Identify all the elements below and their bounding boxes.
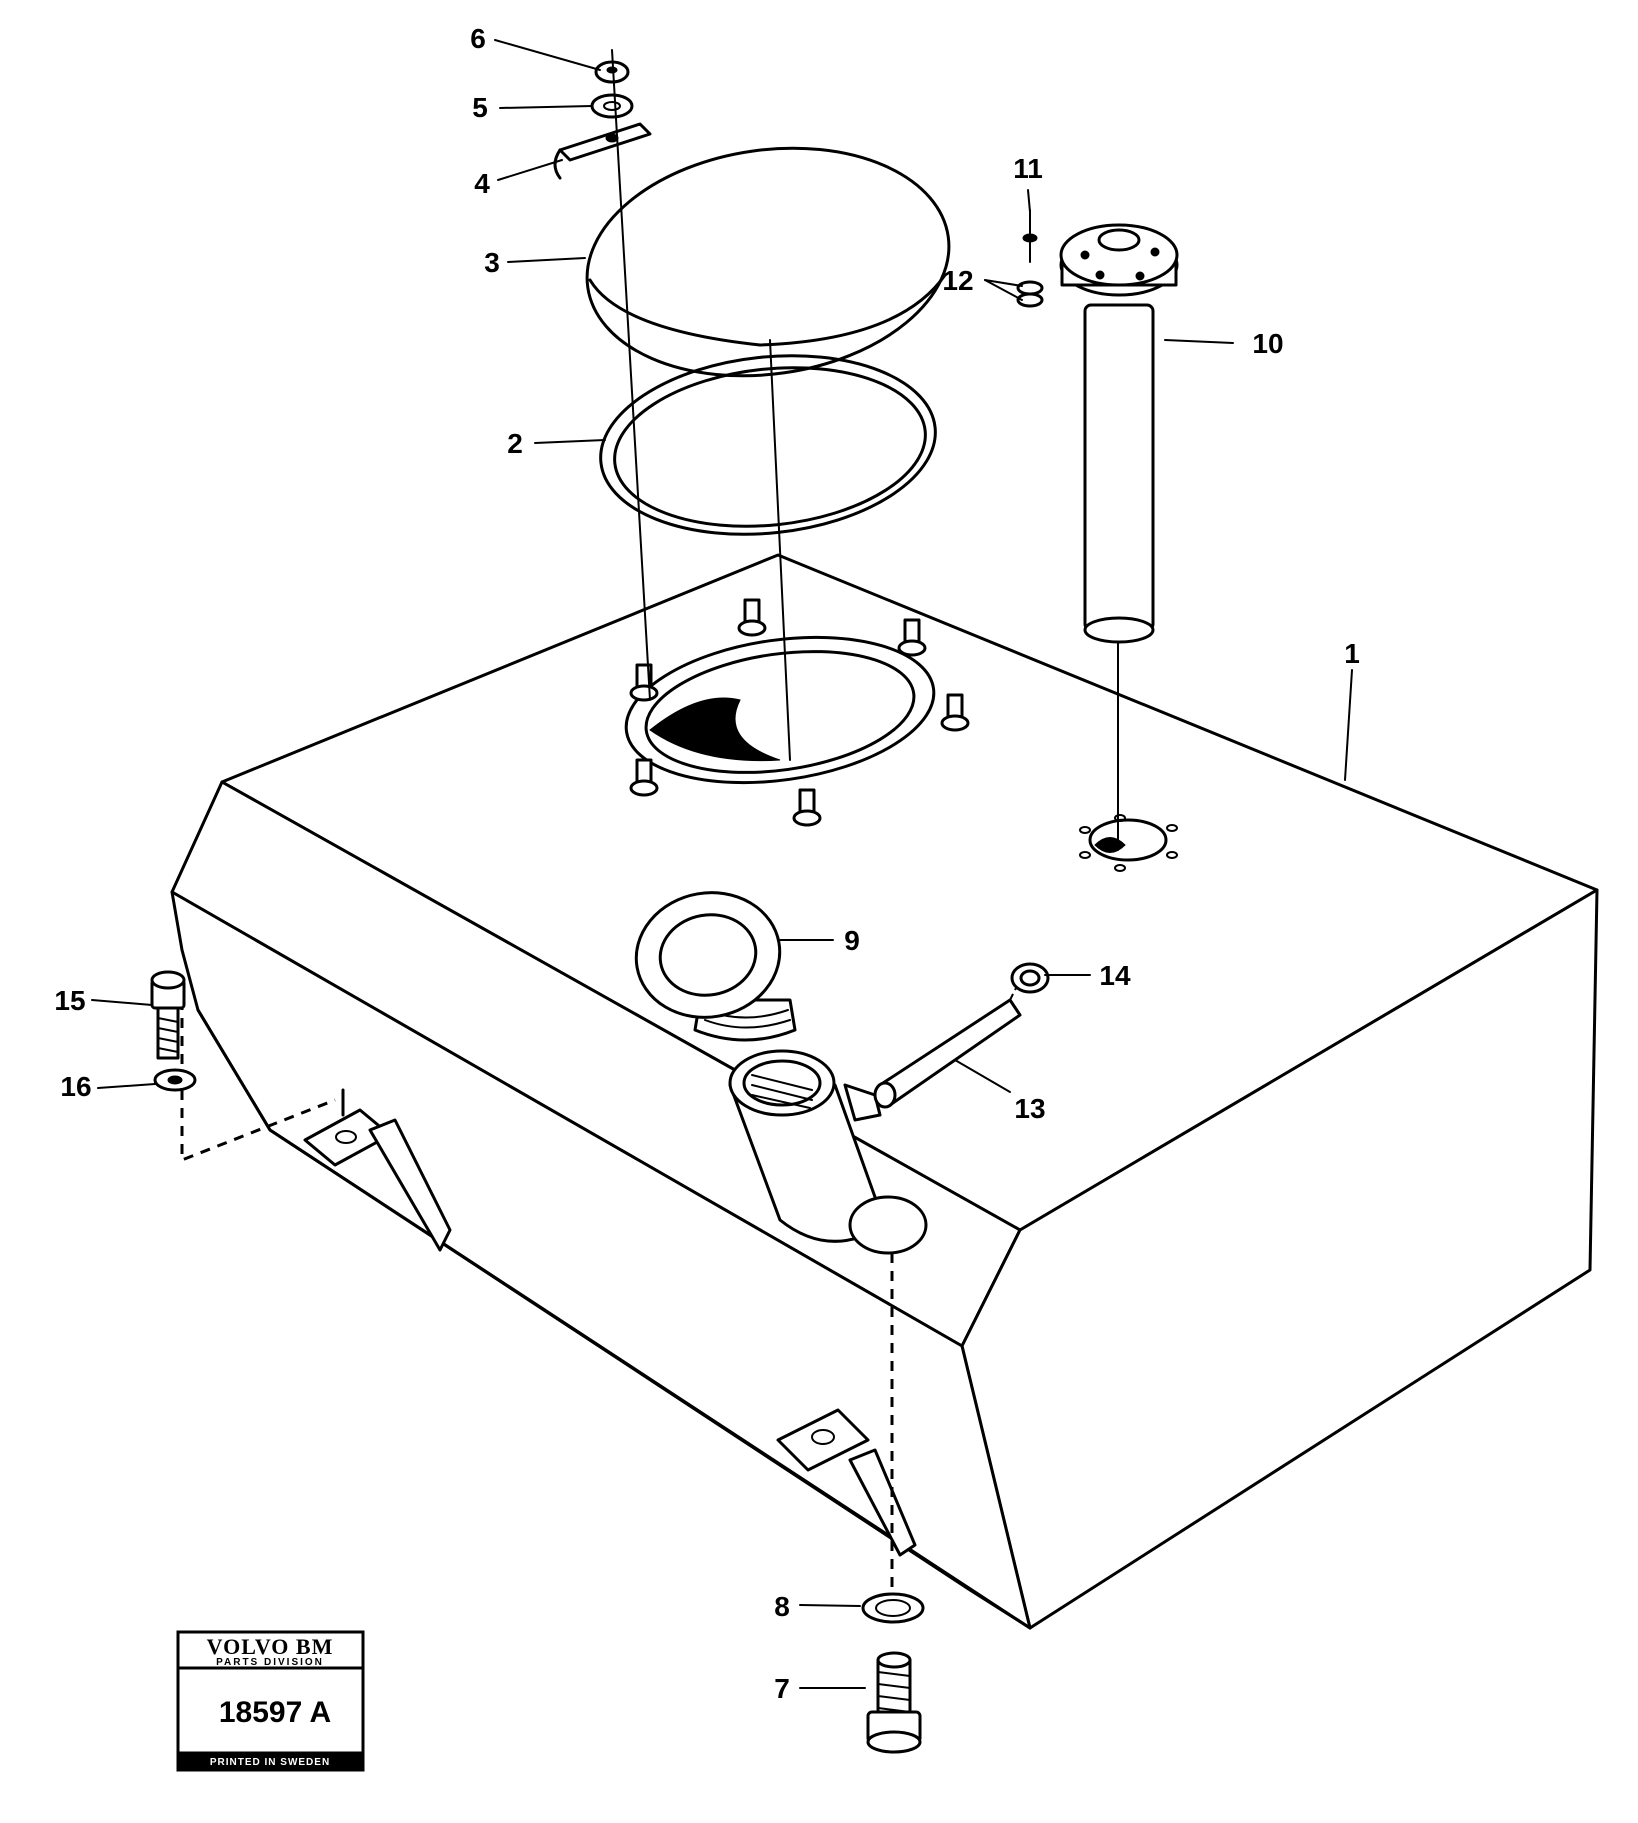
callout-2: 2 [507, 428, 523, 459]
hose-clip [1010, 962, 1050, 994]
tank-end-face [960, 888, 1599, 1630]
callout-5: 5 [472, 92, 488, 123]
assembly-axis-gasket [769, 339, 791, 761]
filler-neck [728, 1049, 928, 1255]
callout-9: 9 [844, 925, 860, 956]
mounting-bracket-right [776, 1408, 917, 1557]
callout-6: 6 [470, 23, 486, 54]
level-sender [1059, 223, 1179, 644]
washer-small [590, 93, 634, 119]
filler-cap [634, 891, 797, 1042]
mounting-bracket-left [303, 1088, 452, 1252]
nut-small [594, 60, 630, 84]
callout-13: 13 [1014, 1093, 1045, 1124]
ring-studs [629, 598, 970, 827]
stamp-code: 18597 A [219, 1696, 331, 1729]
bolt-washer [153, 1068, 197, 1092]
assembly-axis-cover [611, 49, 651, 701]
sender-screw [1022, 209, 1038, 263]
cover-plate [585, 146, 951, 378]
callout-labels: 6 5 4 3 2 11 12 10 1 9 14 13 15 16 8 7 [54, 23, 1359, 1704]
sender-washers [1016, 280, 1044, 308]
tank-body [170, 553, 1599, 1630]
drain-washer [861, 1592, 925, 1624]
callout-16: 16 [60, 1071, 91, 1102]
sender-mount-hole [1079, 814, 1178, 872]
stamp-footer: PRINTED IN SWEDEN [210, 1757, 330, 1768]
tank-opening-ring [624, 635, 936, 785]
callout-3: 3 [484, 247, 500, 278]
mounting-bolt [150, 970, 186, 1060]
callout-7: 7 [774, 1673, 790, 1704]
leader-lines [91, 39, 1353, 1689]
callout-1: 1 [1344, 638, 1360, 669]
clamp-bar [553, 122, 652, 180]
stamp-division: PARTS DIVISION [216, 1657, 324, 1668]
tank-lower-edge [196, 1008, 1032, 1630]
callout-8: 8 [774, 1591, 790, 1622]
callout-15: 15 [54, 985, 85, 1016]
parts-stamp: VOLVO BM PARTS DIVISION 18597 A PRINTED … [176, 1630, 365, 1772]
callout-11: 11 [1013, 153, 1043, 184]
callout-14: 14 [1099, 960, 1131, 991]
callout-4: 4 [474, 168, 490, 199]
callout-12: 12 [942, 265, 973, 296]
stamp-brand: VOLVO BM [207, 1634, 334, 1659]
breather-tube [873, 998, 1022, 1109]
drain-plug [866, 1651, 922, 1754]
callout-10: 10 [1252, 328, 1283, 359]
